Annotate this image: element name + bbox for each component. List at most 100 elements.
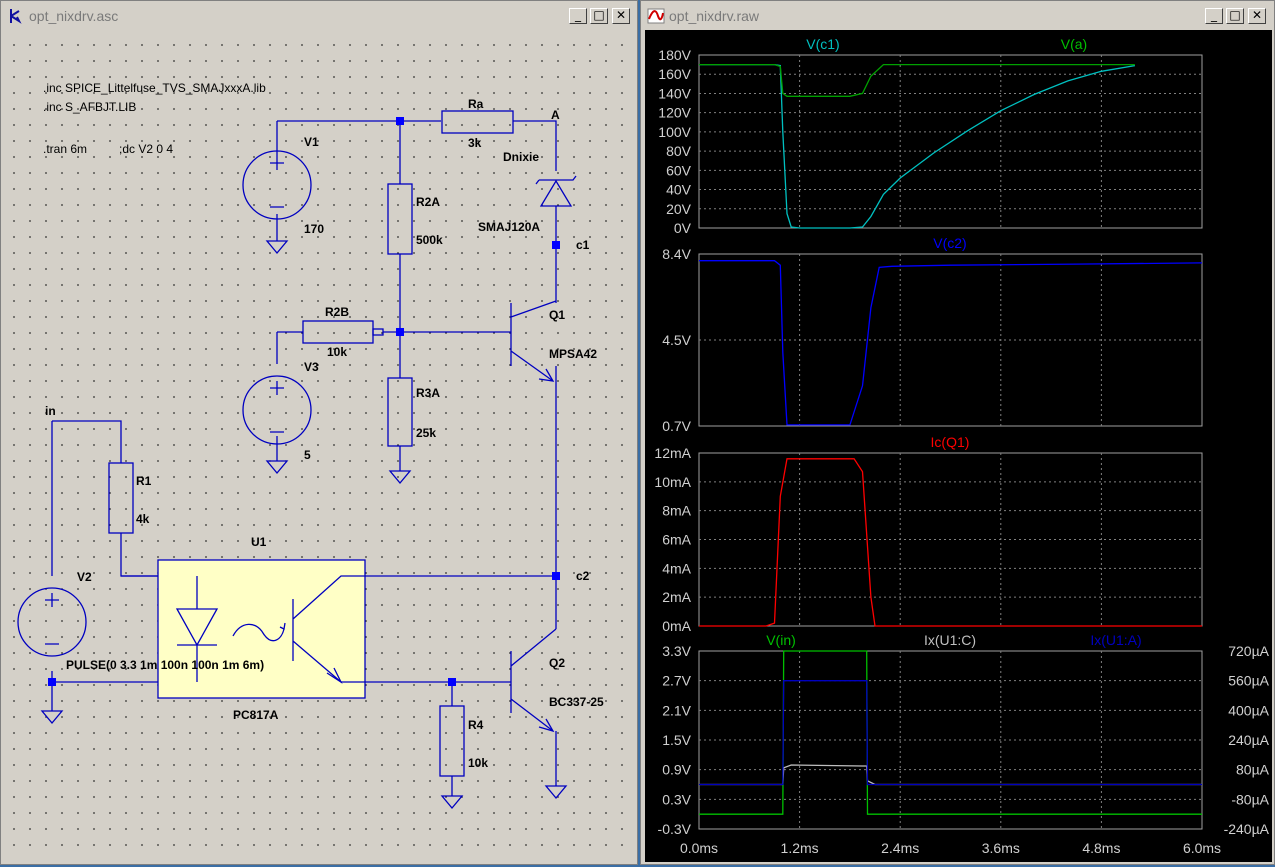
close-button[interactable]: ✕ — [612, 8, 630, 24]
y-tick-label-right: 400µA — [1228, 702, 1269, 718]
y-tick-label: 80V — [666, 143, 692, 159]
legend-ixu1c: Ix(U1:C) — [924, 632, 976, 648]
y-tick-label: 180V — [658, 47, 691, 63]
value-ra: 3k — [468, 136, 482, 150]
directive-inc-tvs: .inc SPICE_Littelfuse_TVS_SMAJxxxA.lib — [43, 81, 266, 95]
close-button[interactable]: ✕ — [1248, 8, 1266, 24]
y-tick-label: 12mA — [654, 445, 691, 461]
label-r4: R4 — [468, 718, 484, 732]
y-tick-label-right: 80µA — [1236, 762, 1270, 778]
plot-area[interactable]: 180V 160V 140V 120V 100V 80V 60V 40V 20V 0V V(c1) V… — [645, 30, 1272, 862]
label-r1: R1 — [136, 474, 152, 488]
net-c1: c1 — [576, 238, 590, 252]
series-line-ixu1a — [699, 680, 1202, 786]
waveform-title: opt_nixdrv.raw — [669, 8, 760, 24]
legend-vc1: V(c1) — [806, 36, 839, 52]
y-tick-label: 4.5V — [662, 332, 691, 348]
minimize-button[interactable]: _ — [1205, 8, 1223, 24]
x-tick-label: 6.0ms — [1183, 840, 1221, 856]
y-tick-label: 120V — [658, 105, 691, 121]
y-tick-label: 20V — [666, 201, 692, 217]
y-tick-label-right: 240µA — [1228, 732, 1269, 748]
maximize-button[interactable]: □ — [1226, 8, 1244, 24]
y-tick-label: 4mA — [662, 560, 691, 576]
y-tick-label: 1.5V — [662, 732, 691, 748]
series-line-vin — [699, 650, 1202, 815]
schematic-title: opt_nixdrv.asc — [29, 8, 119, 24]
series-line-icq1 — [699, 458, 1202, 627]
pane-frame — [698, 54, 1203, 229]
value-r2b: 10k — [327, 345, 347, 359]
value-v1: 170 — [304, 222, 324, 236]
series-line-ixu1c — [699, 764, 1202, 786]
legend-vin: V(in) — [766, 632, 796, 648]
legend-icq1: Ic(Q1) — [931, 434, 970, 450]
label-dnixie: Dnixie — [503, 150, 539, 164]
y-tick-label: 3.3V — [662, 643, 691, 659]
label-r2a: R2A — [416, 195, 440, 209]
maximize-button[interactable]: □ — [590, 8, 608, 24]
series-line-va — [699, 63, 1135, 97]
label-ra: Ra — [468, 97, 484, 111]
waveform-app-icon — [647, 8, 665, 24]
x-tick-label: 3.6ms — [982, 840, 1020, 856]
value-v3: 5 — [304, 448, 311, 462]
directive-dc: ;dc V2 0 4 — [119, 142, 173, 156]
schematic-canvas[interactable]: .inc SPICE_Littelfuse_TVS_SMAJxxxA.lib .… — [7, 31, 631, 860]
y-tick-label: 2.7V — [662, 673, 691, 689]
directive-tran: .tran 6m — [43, 142, 87, 156]
schematic-drawing: .inc SPICE_Littelfuse_TVS_SMAJxxxA.lib .… — [17, 81, 604, 810]
y-tick-label: 2mA — [662, 589, 691, 605]
x-tick-label: 0.0ms — [680, 840, 718, 856]
y-tick-label: 160V — [658, 66, 691, 82]
x-tick-label: 1.2ms — [781, 840, 819, 856]
y-tick-label: 10mA — [654, 474, 691, 490]
schematic-app-icon — [10, 9, 22, 24]
value-dnixie: SMAJ120A — [478, 220, 540, 234]
y-tick-label: 8mA — [662, 503, 691, 519]
label-v3: V3 — [304, 360, 319, 374]
y-tick-label-right: 720µA — [1228, 643, 1269, 659]
y-tick-label: 0mA — [662, 618, 691, 634]
waveform-plot[interactable]: 180V 160V 140V 120V 100V 80V 60V 40V 20V 0V V(c1) V… — [645, 30, 1272, 862]
label-r2b: R2B — [325, 305, 349, 319]
y-tick-label: 0V — [674, 220, 692, 236]
y-tick-label-right: -80µA — [1231, 791, 1269, 807]
waveform-titlebar[interactable]: opt_nixdrv.raw _ □ ✕ — [643, 3, 1272, 29]
value-r4: 10k — [468, 756, 488, 770]
y-tick-label: 0.3V — [662, 791, 691, 807]
series-line-vc1 — [699, 63, 1136, 229]
series-line-vc2 — [699, 260, 1203, 426]
y-tick-label: 100V — [658, 124, 691, 140]
y-tick-label: 60V — [666, 162, 692, 178]
label-v2: V2 — [77, 570, 92, 584]
value-r1: 4k — [136, 512, 150, 526]
label-v1: V1 — [304, 135, 319, 149]
label-r3a: R3A — [416, 386, 440, 400]
legend-va: V(a) — [1061, 36, 1087, 52]
schematic-window[interactable]: opt_nixdrv.asc _ □ ✕ .inc SPICE_Littelfu… — [0, 0, 638, 865]
value-r2a: 500k — [416, 233, 443, 247]
directive-inc-bjt: .inc S_AFBJT.LIB — [43, 100, 136, 114]
net-in: in — [45, 404, 56, 418]
y-tick-label: 2.1V — [662, 702, 691, 718]
label-q2: Q2 — [549, 656, 565, 670]
label-u1: U1 — [251, 535, 267, 549]
value-q2: BC337-25 — [549, 695, 604, 709]
waveform-window[interactable]: opt_nixdrv.raw _ □ ✕ 180V 160V 140V 120V 100… — [640, 0, 1275, 865]
y-tick-label: -0.3V — [658, 821, 692, 837]
y-tick-label: 0.7V — [662, 418, 691, 434]
value-v2: PULSE(0 3.3 1m 100n 100n 1m 6m) — [66, 658, 264, 672]
legend-ixu1a: Ix(U1:A) — [1090, 632, 1141, 648]
value-q1: MPSA42 — [549, 347, 597, 361]
legend-vc2: V(c2) — [933, 235, 966, 251]
schematic-titlebar[interactable]: opt_nixdrv.asc _ □ ✕ — [3, 3, 635, 29]
net-a: A — [551, 108, 560, 122]
y-tick-label: 40V — [666, 182, 692, 198]
y-tick-label-right: 560µA — [1228, 673, 1269, 689]
y-tick-label: 0.9V — [662, 762, 691, 778]
y-tick-label: 6mA — [662, 532, 691, 548]
minimize-button[interactable]: _ — [569, 8, 587, 24]
y-tick-label: 140V — [658, 85, 691, 101]
y-tick-label-right: -240µA — [1224, 821, 1270, 837]
